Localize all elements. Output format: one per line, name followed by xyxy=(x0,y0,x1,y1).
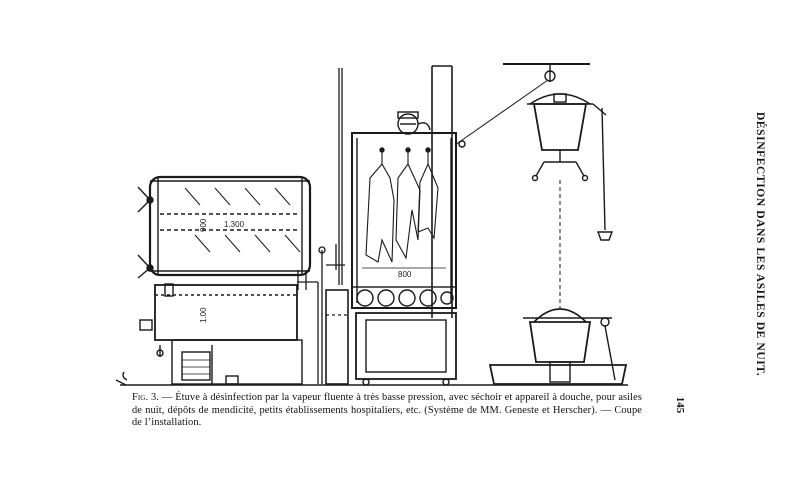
figure-number: Fig. 3. xyxy=(132,392,160,403)
dryer-width-label: 800 xyxy=(398,270,412,279)
running-head: DÉSINFECTION DANS LES ASILES DE NUIT. xyxy=(754,112,766,377)
boiler xyxy=(171,339,303,385)
boiler-diameter-label: 900 xyxy=(199,218,208,232)
boiler-length-label: 1.300 xyxy=(224,220,245,229)
sterilizer-cylinder xyxy=(137,175,312,279)
chimney xyxy=(431,65,453,318)
cabinet-heater xyxy=(355,312,457,386)
page-number: 145 xyxy=(674,396,686,414)
steam-pipes xyxy=(297,68,349,385)
direction-arrow xyxy=(122,371,128,381)
shower-apparatus xyxy=(454,63,628,385)
water-tank xyxy=(139,283,298,357)
figure-caption: Fig. 3. — Étuve à désinfection par la va… xyxy=(132,392,642,430)
caption-text: — Étuve à désinfection par la vapeur flu… xyxy=(132,392,643,429)
tank-height-label: 1.00 xyxy=(199,307,208,323)
drying-cabinet xyxy=(351,111,457,309)
